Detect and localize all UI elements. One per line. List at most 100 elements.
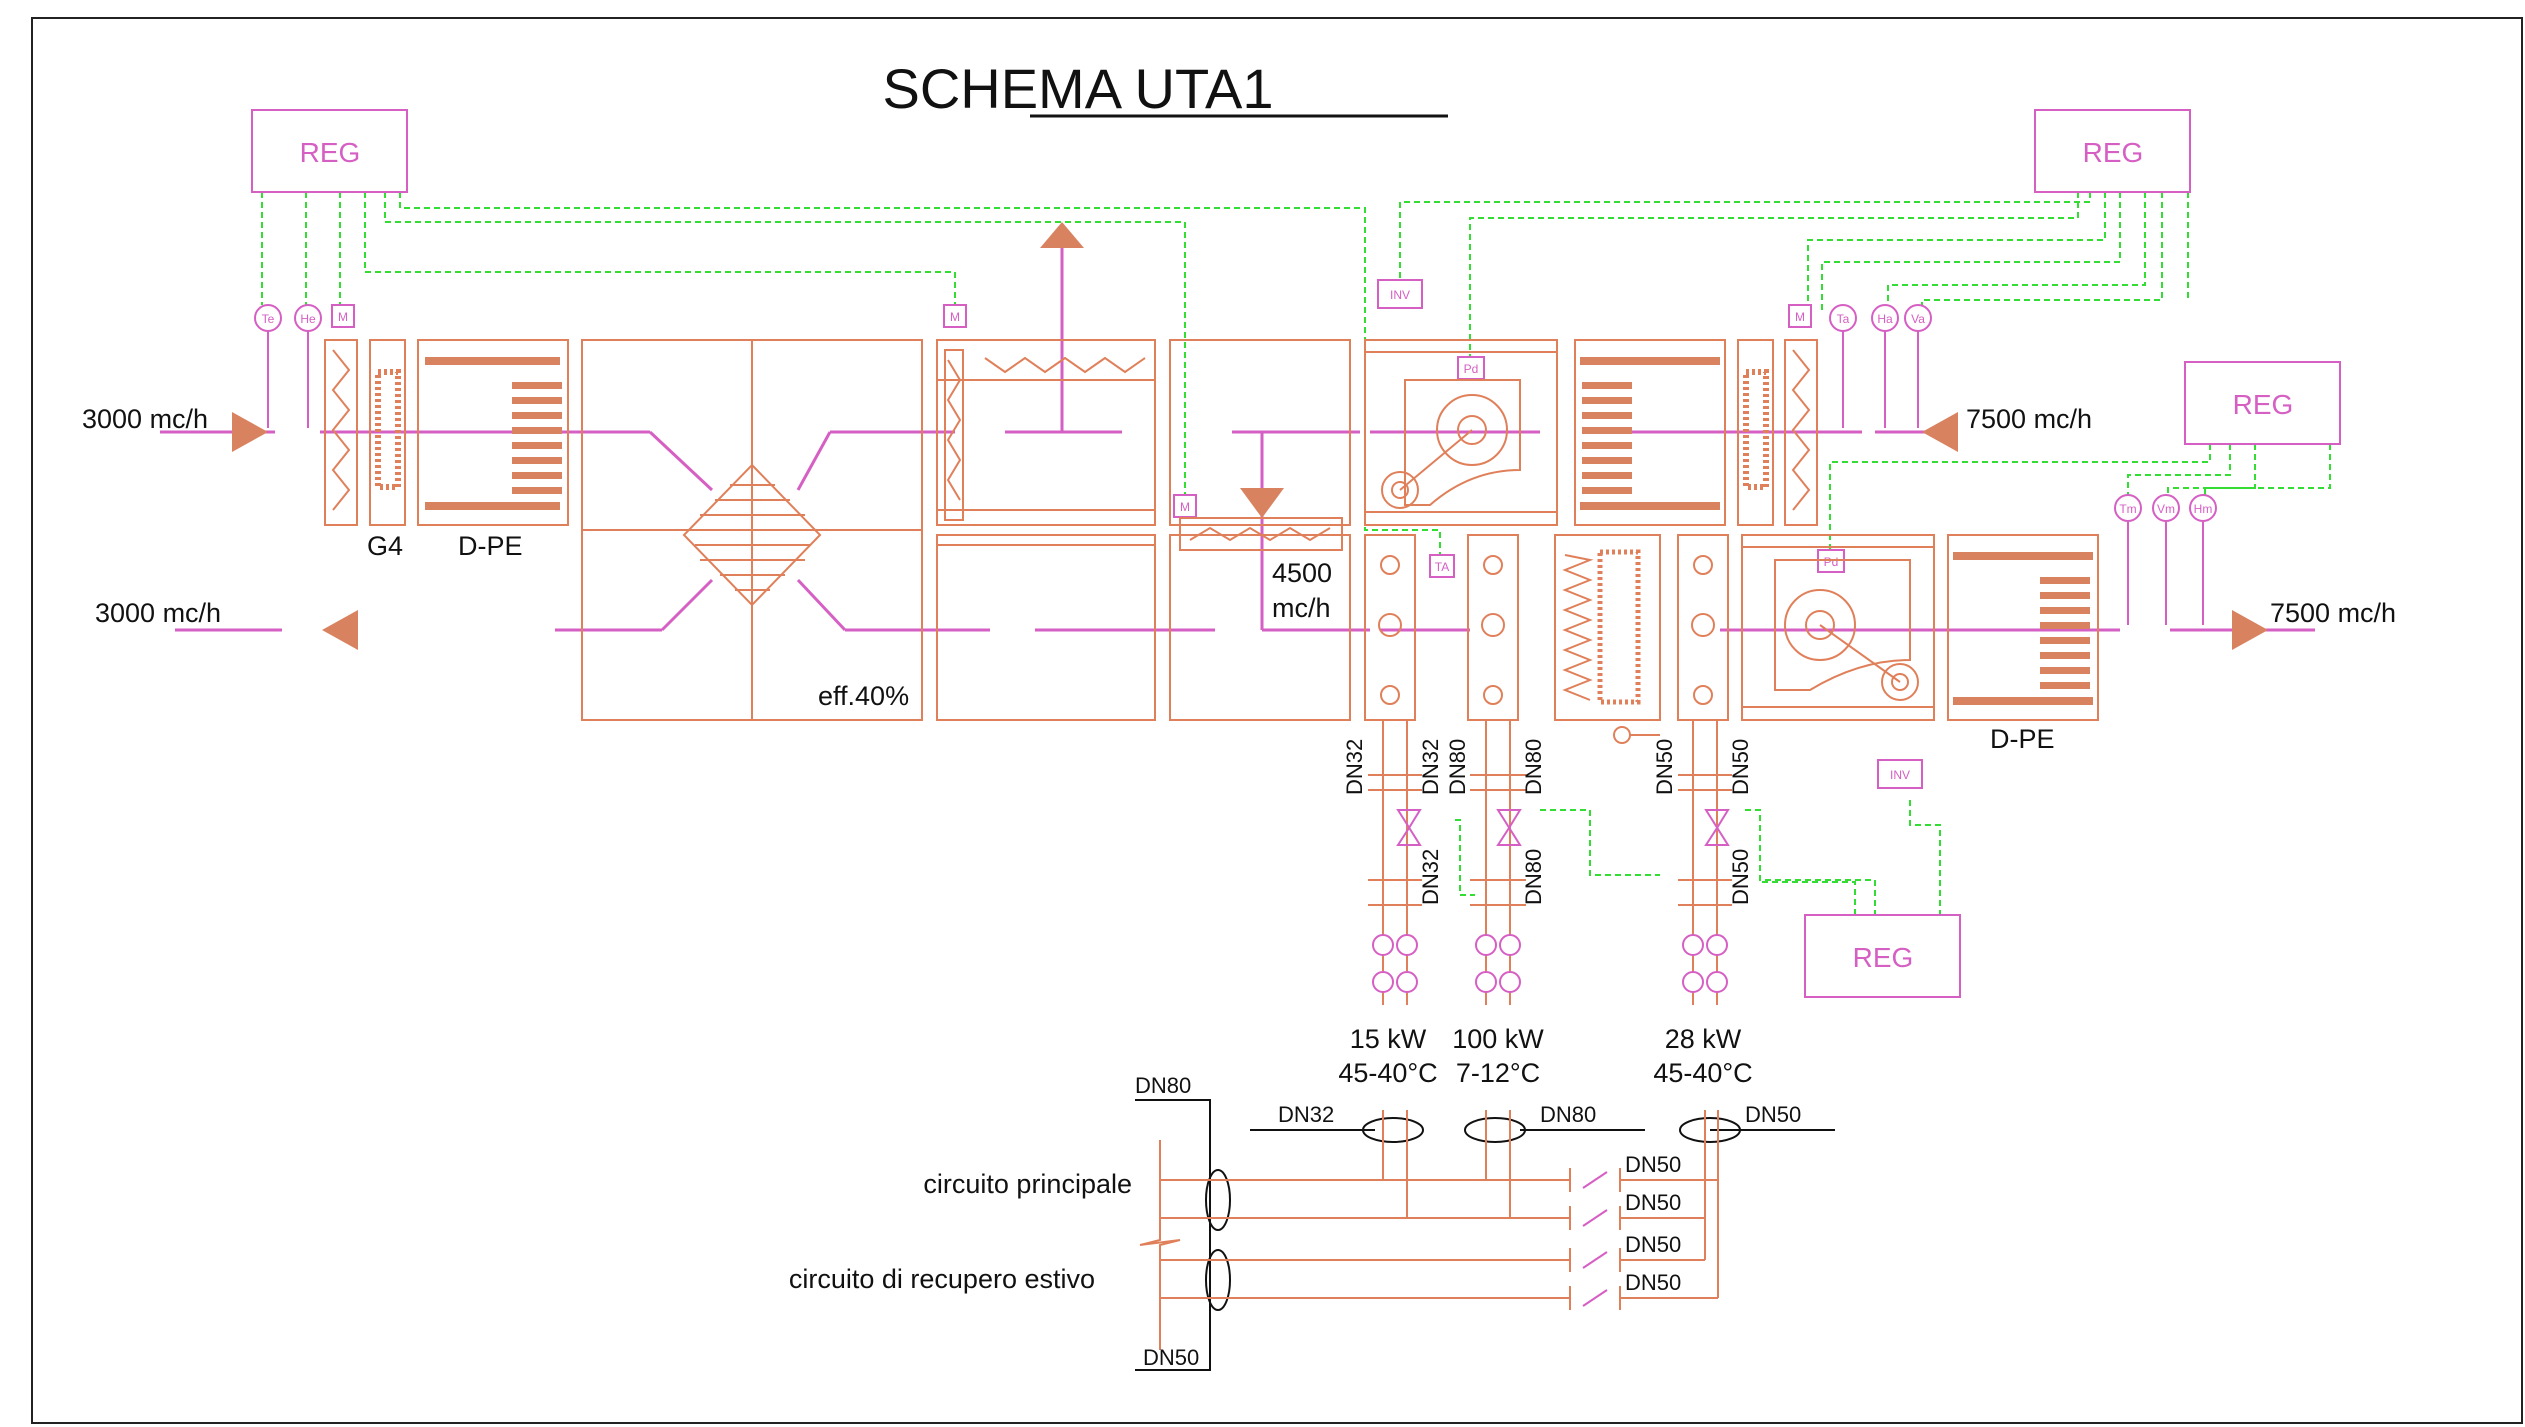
recirculation-down-arrow-icon (1240, 488, 1284, 518)
svg-text:REG: REG (300, 137, 361, 168)
svg-text:DN32: DN32 (1418, 849, 1443, 905)
return-fan (1364, 339, 1558, 526)
air-path (160, 248, 2315, 632)
sensor-tm-icon: Tm (2114, 494, 2142, 625)
outdoor-air-arrow-icon (232, 412, 268, 452)
coil-3-power: 28 kW (1665, 1024, 1742, 1054)
return-air-flow: 7500 mc/h (1966, 404, 2092, 434)
svg-text:Vm: Vm (2157, 502, 2175, 516)
filter-g4 (369, 339, 406, 526)
valve-dn-labels: DN32 DN32 DN32 DN80 DN80 DN80 DN50 DN50 … (1342, 739, 1753, 905)
damper-motor-mix-icon: M (1173, 494, 1197, 518)
return-filter (1737, 339, 1774, 526)
inverter-return-fan: INV (1377, 279, 1423, 309)
coil-1-power: 15 kW (1350, 1024, 1427, 1054)
supply-fan (1741, 534, 1935, 721)
sensor-te-icon: Te (254, 304, 282, 428)
return-damper (1784, 339, 1818, 526)
branch-dn-1: DN32 (1278, 1102, 1334, 1127)
svg-text:DN50: DN50 (1652, 739, 1677, 795)
circuit-recovery-label: circuito di recupero estivo (789, 1264, 1095, 1294)
gauges (1372, 934, 1728, 993)
sensor-ta-icon: Ta (1829, 304, 1857, 428)
svg-text:INV: INV (1890, 768, 1910, 782)
outdoor-damper (324, 339, 358, 526)
branch-dn-2: DN80 (1540, 1102, 1596, 1127)
humidifier-left-bars (512, 382, 562, 494)
svg-text:M: M (950, 310, 960, 324)
svg-text:M: M (338, 310, 348, 324)
manifold-main-dn: DN80 (1135, 1073, 1191, 1098)
svg-text:DN32: DN32 (1342, 739, 1367, 795)
exhaust-section (936, 339, 1156, 526)
svg-text:Pd: Pd (1464, 362, 1479, 376)
sensor-he-icon: He (294, 304, 322, 428)
recovery-efficiency: eff.40% (818, 681, 909, 711)
coil-2-power: 100 kW (1452, 1024, 1544, 1054)
antifreeze-thermostat-icon: TA (1429, 554, 1455, 578)
lower-section (936, 534, 1156, 721)
drawing-frame (31, 17, 2523, 1424)
valve-dn-4: DN50 (1625, 1270, 1681, 1295)
ahu-equipment (324, 339, 2099, 744)
sensor-hm-icon: Hm (2189, 494, 2217, 625)
svg-text:Hm: Hm (2194, 502, 2213, 516)
plate-exchanger-icon (682, 463, 822, 607)
coil-1-temps: 45-40°C (1338, 1058, 1437, 1088)
inverter-supply-fan: INV (1877, 759, 1923, 789)
reheat-coil (1677, 534, 1729, 721)
svg-text:DN50: DN50 (1728, 739, 1753, 795)
svg-text:M: M (1795, 310, 1805, 324)
svg-text:REG: REG (2233, 389, 2294, 420)
filter-label: G4 (367, 531, 403, 561)
svg-text:DN80: DN80 (1521, 849, 1546, 905)
svg-text:REG: REG (1853, 942, 1914, 973)
manifold-recovery-dn: DN50 (1143, 1345, 1199, 1370)
sensor-va-icon: Va (1904, 304, 1932, 428)
cooling-coil (1467, 534, 1519, 721)
humidifier-left (417, 339, 569, 526)
branch-dn-3: DN50 (1745, 1102, 1801, 1127)
supply-air-arrow-icon (2232, 610, 2268, 650)
recirculation-flow: 4500 (1272, 558, 1332, 588)
manifold (1135, 1099, 1835, 1371)
exhaust-air-flow: 3000 mc/h (95, 598, 221, 628)
humidifier-pack (1554, 534, 1661, 721)
svg-text:INV: INV (1390, 288, 1410, 302)
controller-reg-bottom: REG (1804, 914, 1961, 998)
valve-dn-2: DN50 (1625, 1190, 1681, 1215)
svg-text:DN50: DN50 (1728, 849, 1753, 905)
exhaust-up-arrow-icon (1040, 222, 1084, 248)
damper-motor-return-icon: M (1788, 304, 1812, 328)
damper-motor-exhaust-icon: M (943, 304, 967, 328)
supply-humidifier (1947, 534, 2099, 721)
svg-text:M: M (1180, 500, 1190, 514)
svg-text:Va: Va (1911, 312, 1925, 326)
controller-reg-mid-right: REG (2184, 361, 2341, 445)
svg-text:TA: TA (1435, 560, 1449, 574)
svg-text:Ta: Ta (1837, 312, 1850, 326)
controller-reg-left: REG (251, 109, 408, 193)
diagram-title: SCHEMA UTA1 (882, 57, 1273, 120)
supply-air-flow: 7500 mc/h (2270, 598, 2396, 628)
circuit-main-label: circuito principale (923, 1169, 1132, 1199)
sensor-vm-icon: Vm (2152, 494, 2180, 625)
coil-2-temps: 7-12°C (1456, 1058, 1540, 1088)
exhaust-air-arrow-icon (322, 610, 358, 650)
humidifier-label-left: D-PE (458, 531, 523, 561)
preheat-coil (1364, 534, 1416, 721)
valve-dn-3: DN50 (1625, 1232, 1681, 1257)
recirculation-unit: mc/h (1272, 593, 1331, 623)
pressure-switch-return-icon: Pd (1457, 356, 1485, 380)
coil-3-temps: 45-40°C (1653, 1058, 1752, 1088)
svg-text:DN32: DN32 (1418, 739, 1443, 795)
valve-dn-1: DN50 (1625, 1152, 1681, 1177)
svg-text:Pd: Pd (1824, 555, 1839, 569)
svg-text:DN80: DN80 (1445, 739, 1470, 795)
return-air-arrow-icon (1922, 412, 1958, 452)
sensor-ha-icon: Ha (1871, 304, 1899, 428)
outdoor-air-flow: 3000 mc/h (82, 404, 208, 434)
svg-text:Te: Te (262, 312, 275, 326)
return-humidifier (1574, 339, 1726, 526)
